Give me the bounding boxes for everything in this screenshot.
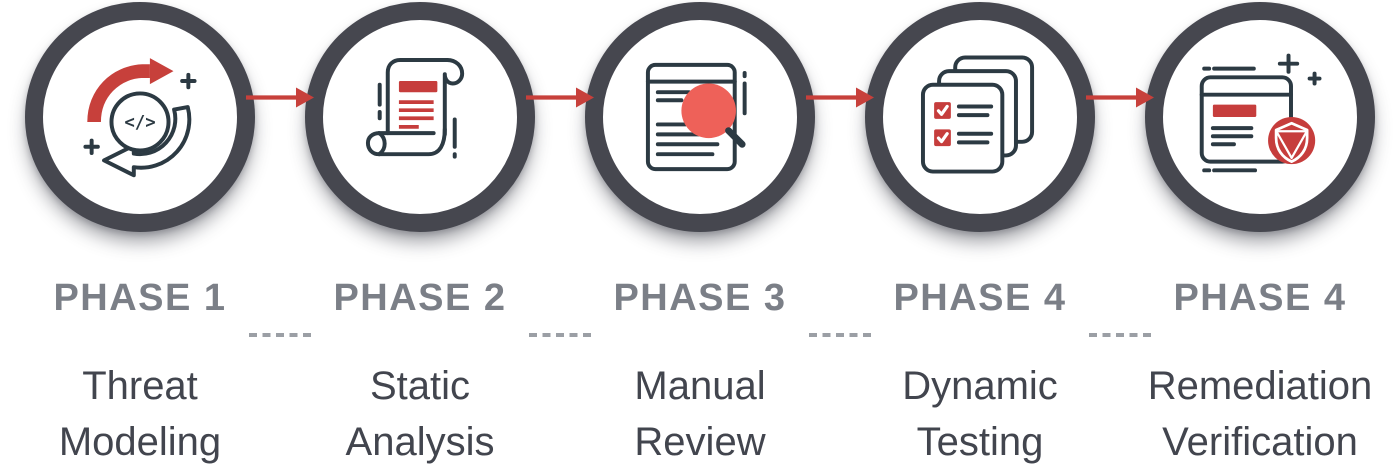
phase-name-line1: Dynamic [902, 364, 1058, 408]
phase-name-line2: Verification [1162, 420, 1358, 464]
magnifier-handle [725, 127, 746, 148]
magnifier-lens [681, 83, 736, 139]
shield-icon [1274, 121, 1309, 164]
phase-name: Dynamic Testing [840, 358, 1120, 470]
plus-icon [1307, 71, 1322, 86]
phase-separator-dashes [1089, 333, 1151, 337]
plus-icon [180, 72, 197, 90]
phase-name-line2: Analysis [345, 420, 495, 464]
phase-name-line1: Threat [82, 364, 198, 408]
plus-icon [1277, 53, 1300, 74]
step-circle [1145, 2, 1375, 232]
phase-name-line2: Testing [916, 420, 1044, 464]
phase-label: PHASE 3 [613, 277, 787, 319]
phase-name-line1: Manual [634, 364, 766, 408]
flow-arrow-icon [806, 87, 874, 108]
step-circle [585, 2, 815, 232]
step-circle [305, 2, 535, 232]
phase-name: Remediation Verification [1120, 358, 1400, 470]
phase-label: PHASE 4 [893, 277, 1067, 319]
phase-name-line1: Static [369, 364, 471, 408]
phase-name-line2: Review [634, 420, 766, 464]
phase-separator-dashes [249, 333, 311, 337]
step-circle: </> [25, 2, 255, 232]
phase-name: Threat Modeling [0, 358, 280, 470]
phase-name-line1: Remediation [1147, 364, 1373, 408]
plus-icon [83, 138, 100, 155]
phase-label: PHASE 2 [333, 277, 507, 319]
phase-name: Static Analysis [280, 358, 560, 470]
phase-separator-dashes [809, 333, 871, 337]
code-cycle-icon: </> [83, 58, 197, 178]
phase-label: PHASE 1 [53, 277, 227, 319]
phase-separator-dashes [529, 333, 591, 337]
phase-name-line2: Modeling [58, 420, 222, 464]
step-circle [865, 2, 1095, 232]
browser-shield-icon [1199, 53, 1322, 173]
flow-arrow-icon [1086, 87, 1154, 108]
document-magnifier-icon [645, 62, 747, 172]
checklist-stack-icon [920, 55, 1035, 174]
phase-label: PHASE 4 [1173, 277, 1347, 319]
scroll-document-icon [365, 57, 465, 159]
code-symbol: </> [124, 113, 155, 133]
flow-arrow-icon [526, 87, 594, 108]
phase-name: Manual Review [560, 358, 840, 470]
flow-arrow-icon [246, 87, 314, 108]
